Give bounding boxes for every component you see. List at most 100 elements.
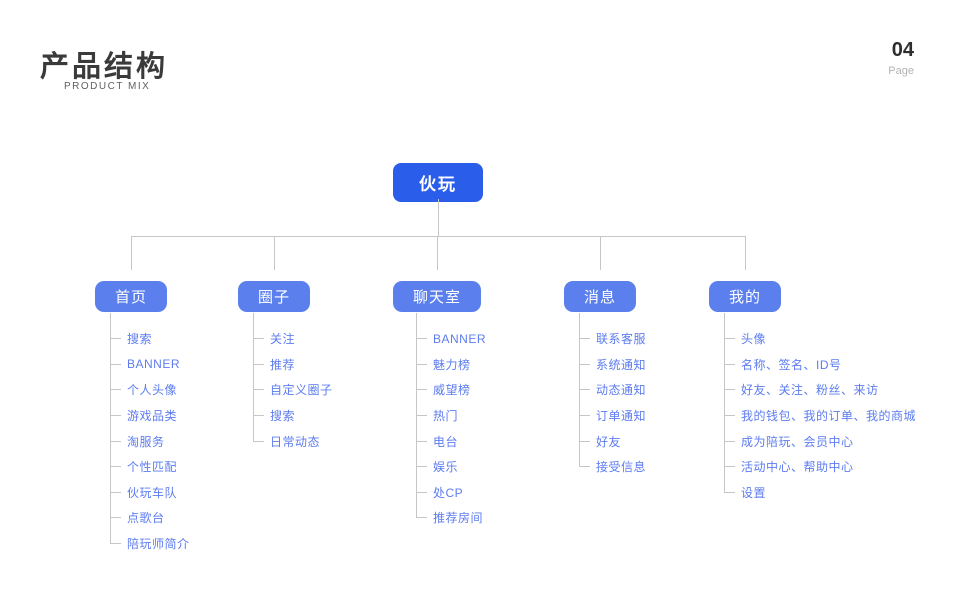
column-line <box>110 313 111 544</box>
leaf-tick <box>416 415 427 417</box>
tree-leaf-item: 成为陪玩、会员中心 <box>724 428 916 454</box>
tree-leaf-item: 热门 <box>416 403 486 429</box>
tree-leaf-item: 自定义圈子 <box>253 377 333 403</box>
leaf-tick <box>253 338 264 340</box>
leaf-tick <box>416 517 427 519</box>
leaf-list: 关注推荐自定义圈子搜索日常动态 <box>253 326 333 454</box>
leaf-label: 我的钱包、我的订单、我的商城 <box>741 409 917 424</box>
branch-column-4: 联系客服系统通知动态通知订单通知好友接受信息 <box>579 313 646 480</box>
leaf-list: 联系客服系统通知动态通知订单通知好友接受信息 <box>579 326 646 480</box>
leaf-tick <box>724 389 735 391</box>
root-node: 伙玩 <box>393 163 483 202</box>
leaf-tick <box>724 440 735 442</box>
leaf-tick <box>416 466 427 468</box>
tree-leaf-item: 陪玩师简介 <box>110 531 190 557</box>
branch-node-3: 聊天室 <box>392 281 482 312</box>
leaf-tick <box>110 543 121 545</box>
tree-leaf-item: 推荐房间 <box>416 505 486 531</box>
leaf-tick <box>110 415 121 417</box>
tree-leaf-item: 搜索 <box>253 403 333 429</box>
leaf-label: 伙玩车队 <box>127 485 178 500</box>
leaf-tick <box>110 517 121 519</box>
tree-leaf-item: 娱乐 <box>416 454 486 480</box>
leaf-label: 系统通知 <box>596 357 647 372</box>
leaf-tick <box>579 466 590 468</box>
leaf-label: 点歌台 <box>127 511 165 526</box>
leaf-list: 头像名称、签名、ID号好友、关注、粉丝、来访我的钱包、我的订单、我的商城成为陪玩… <box>724 326 916 505</box>
tree-leaf-item: 电台 <box>416 428 486 454</box>
page-label: Page <box>888 65 914 77</box>
leaf-tick <box>579 415 590 417</box>
column-line <box>724 313 725 493</box>
leaf-tick <box>416 440 427 442</box>
branch-node-4: 消息 <box>563 281 637 312</box>
tree-leaf-item: 魅力榜 <box>416 352 486 378</box>
leaf-label: 陪玩师简介 <box>127 537 190 552</box>
connector-line <box>274 236 275 270</box>
connector-line <box>437 236 438 270</box>
leaf-label: 关注 <box>270 332 296 347</box>
connector-line <box>131 236 745 237</box>
leaf-tick <box>253 363 264 365</box>
leaf-tick <box>110 466 121 468</box>
leaf-label: 推荐 <box>270 357 296 372</box>
page-subtitle: PRODUCT MIX <box>64 81 151 92</box>
leaf-label: 订单通知 <box>596 409 647 424</box>
leaf-label: 威望榜 <box>433 383 471 398</box>
leaf-tick <box>110 491 121 493</box>
tree-leaf-item: 接受信息 <box>579 454 646 480</box>
leaf-label: 电台 <box>433 434 459 449</box>
leaf-tick <box>416 389 427 391</box>
leaf-tick <box>724 491 735 493</box>
tree-leaf-item: 动态通知 <box>579 377 646 403</box>
column-line <box>579 313 580 467</box>
branch-column-3: BANNER 魅力榜威望榜热门电台娱乐处CP 推荐房间 <box>416 313 486 531</box>
leaf-label: 处CP <box>433 485 464 500</box>
page-number: 04 <box>891 39 914 61</box>
tree-leaf-item: 名称、签名、ID号 <box>724 352 916 378</box>
connector-line <box>745 236 746 270</box>
column-line <box>253 313 254 442</box>
leaf-tick <box>724 338 735 340</box>
tree-leaf-item: 淘服务 <box>110 428 190 454</box>
tree-leaf-item: 伙玩车队 <box>110 480 190 506</box>
leaf-label: 头像 <box>741 332 767 347</box>
tree-leaf-item: 个性匹配 <box>110 454 190 480</box>
tree-leaf-item: 我的钱包、我的订单、我的商城 <box>724 403 916 429</box>
leaf-label: 设置 <box>741 485 767 500</box>
connector-line <box>131 236 132 270</box>
leaf-tick <box>724 363 735 365</box>
branch-column-2: 关注推荐自定义圈子搜索日常动态 <box>253 313 333 454</box>
leaf-tick <box>253 389 264 391</box>
leaf-label: 自定义圈子 <box>270 383 333 398</box>
page-title: 产品结构 <box>40 51 169 83</box>
leaf-tick <box>416 338 427 340</box>
tree-leaf-item: 订单通知 <box>579 403 646 429</box>
leaf-tick <box>253 415 264 417</box>
connector-line <box>438 199 439 236</box>
leaf-tick <box>253 440 264 442</box>
leaf-tick <box>416 363 427 365</box>
leaf-tick <box>579 363 590 365</box>
tree-leaf-item: 处CP <box>416 480 486 506</box>
tree-leaf-item: 游戏品类 <box>110 403 190 429</box>
leaf-label: 日常动态 <box>270 434 321 449</box>
tree-leaf-item: 好友 <box>579 428 646 454</box>
leaf-label: 魅力榜 <box>433 357 471 372</box>
leaf-label: 推荐房间 <box>433 511 484 526</box>
leaf-tick <box>579 389 590 391</box>
leaf-label: 个性匹配 <box>127 460 178 475</box>
leaf-label: BANNER <box>433 331 487 346</box>
leaf-label: 成为陪玩、会员中心 <box>741 434 854 449</box>
leaf-label: 搜索 <box>127 332 153 347</box>
tree-leaf-item: 搜索 <box>110 326 190 352</box>
leaf-label: 个人头像 <box>127 383 178 398</box>
leaf-tick <box>110 363 121 365</box>
tree-leaf-item: 关注 <box>253 326 333 352</box>
tree-leaf-item: 个人头像 <box>110 377 190 403</box>
tree-leaf-item: 威望榜 <box>416 377 486 403</box>
leaf-tick <box>110 440 121 442</box>
